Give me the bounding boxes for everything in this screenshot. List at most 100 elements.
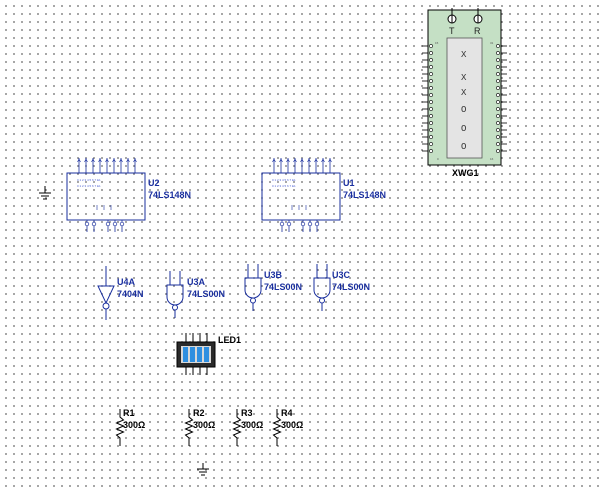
terminal-t-label: T [449,26,455,36]
pin-bubble [279,221,285,227]
u1-pin-labels: 0 1 2 3 4 5 6 7 E1 [272,184,296,188]
r2-value: 300Ω [193,420,215,430]
display-char: X [461,88,467,98]
wg-pin-node [496,58,500,62]
display-char: O [461,124,466,134]
gate-bubble [172,304,178,311]
u3c-part: 74LS00N [332,282,370,292]
led-bar-led1[interactable] [176,333,216,375]
u4a-part: 7404N [117,289,144,299]
wg-pin-node [429,79,433,83]
wg-pin-node [429,114,433,118]
word-generator-xwg1[interactable]: T R 15 31 0 16 X X X O O O XWG1 [422,8,507,178]
r3-value: 300Ω [241,420,263,430]
wg-pin-node [496,121,500,125]
pin-arrow [84,158,88,163]
resistor-r2[interactable] [184,409,194,446]
terminal-t[interactable] [447,8,457,24]
pin-arrow [112,158,116,163]
r1-refdes: R1 [123,408,135,418]
pin-bubble [91,221,97,227]
resistor-body [184,409,194,446]
wg-pin-node [429,142,433,146]
gate-body [166,284,184,306]
wg-pin-node [496,44,500,48]
wg-pin-node [429,72,433,76]
u2-pin-labels: 0 1 2 3 4 5 6 7 E1 [77,178,101,182]
pin-arrow [293,158,297,163]
nand-gate-u3a[interactable] [166,271,184,318]
nand-gate-u3b[interactable] [244,264,262,311]
pin-label-bottom-right: 16 [490,157,494,161]
u1-pin-labels: 0 1 2 3 4 5 6 7 E1 [272,178,296,182]
display-char: O [461,142,466,152]
r4-refdes: R4 [281,408,293,418]
pin-arrow [119,158,123,163]
pin-bubble [84,221,90,227]
wg-pin-node [496,100,500,104]
terminal-r[interactable] [473,8,483,24]
display-char: O [461,105,466,115]
wg-pin-node [496,93,500,97]
u4a-refdes: U4A [117,277,136,287]
wg-pin-node [429,135,433,139]
pin-label-bottom-left: 0 [437,157,439,161]
u2-refdes: U2 [148,178,160,188]
wg-pin-node [496,72,500,76]
pin-bubble [314,221,320,227]
resistor-r3[interactable] [232,409,242,446]
display-char: X [461,50,467,60]
resistor-body [115,409,125,446]
wg-pin-node [429,93,433,97]
chip-u1[interactable]: 0 1 2 3 4 5 6 7 E1 0 1 2 3 4 5 6 7 E1 U1… [261,158,386,232]
pin-arrow [126,158,130,163]
pin-arrow [300,158,304,163]
u3b-part: 74LS00N [264,282,302,292]
wg-pin-node [429,86,433,90]
wg-pin-node [496,114,500,118]
terminal-r-label: R [474,26,481,36]
wg-pin-node [496,142,500,146]
pin-bubble [112,221,118,227]
wg-pin-node [496,65,500,69]
pin-arrow [77,158,81,163]
wg1-refdes: XWG1 [452,168,479,178]
pin-arrow [279,158,283,163]
r4-value: 300Ω [281,420,303,430]
r3-refdes: R3 [241,408,253,418]
ground-symbol[interactable] [39,186,51,200]
wg-pin-node [429,58,433,62]
wg-pin-node [496,79,500,83]
r2-refdes: R2 [193,408,205,418]
chip-u2[interactable]: 0 1 2 3 4 5 6 7 E1 0 1 2 3 4 5 6 7 E1 U2… [66,158,191,232]
pin-arrow [133,158,137,163]
gate-bubble [250,297,256,304]
resistor-r1[interactable] [115,409,125,446]
pin-bubble [105,221,111,227]
ground-symbol[interactable] [197,463,209,476]
u1-part: 74LS148N [343,190,386,200]
resistor-r4[interactable] [272,409,282,446]
pin-bubble [300,221,306,227]
pin-arrow [307,158,311,163]
pin-arrow [98,158,102,163]
pin-arrow [314,158,318,163]
pin-arrow [328,158,332,163]
nand-gate-u3c[interactable] [313,264,331,311]
r1-value: 300Ω [123,420,145,430]
wg-pin-node [496,51,500,55]
display-char: X [461,73,467,83]
gate-body [313,277,331,299]
u3c-refdes: U3C [332,270,351,280]
pin-arrow [321,158,325,163]
pin-label-top-left: 15 [435,41,439,45]
wg-pin-node [429,107,433,111]
inverter-u4a[interactable] [97,266,115,320]
gate-body [244,277,262,299]
u3a-part: 74LS00N [187,289,225,299]
u2-part: 74LS148N [148,190,191,200]
led1-refdes: LED1 [218,335,241,345]
wg-pin-node [429,44,433,48]
wg-pin-node [429,128,433,132]
